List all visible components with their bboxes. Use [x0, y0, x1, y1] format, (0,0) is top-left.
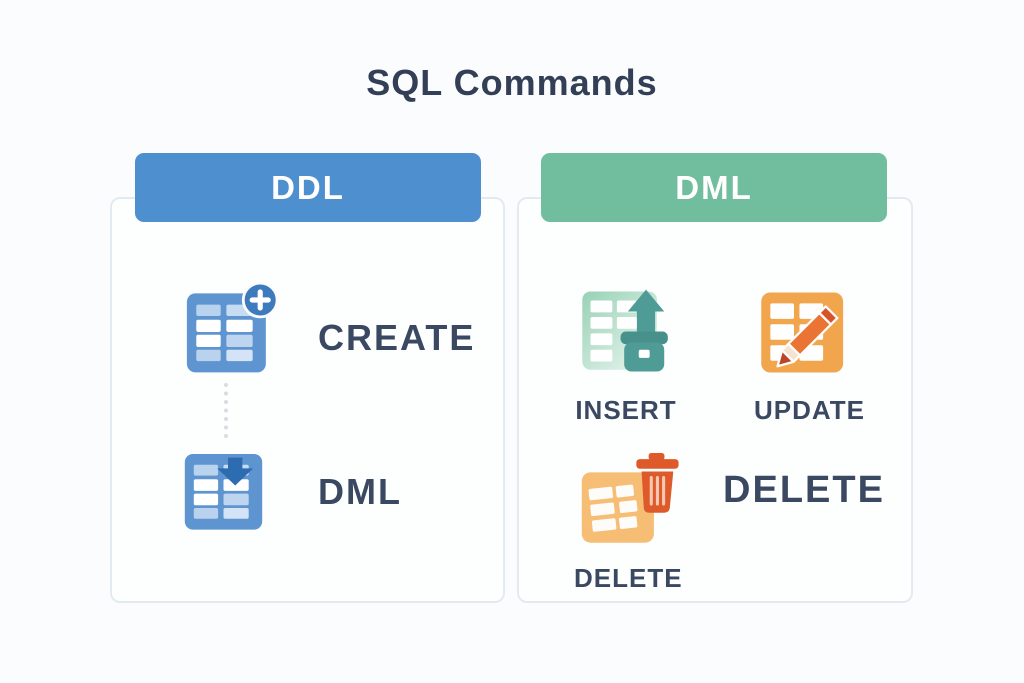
table-trash-icon: [574, 452, 679, 548]
dml-header: DML: [541, 153, 887, 222]
page-title: SQL Commands: [366, 62, 658, 103]
table-plus-icon: [185, 281, 279, 378]
create-label: CREATE: [318, 317, 476, 358]
table-insert-icon: [575, 286, 677, 377]
ddl-header: DDL: [135, 153, 481, 222]
insert-label: INSERT: [575, 395, 677, 425]
dotted-connector-line: [224, 383, 228, 438]
ddl-panel: CREATE DML: [110, 197, 505, 603]
table-arrow-down-icon: [183, 445, 273, 535]
dml-panel: INSERT UPDATE: [517, 197, 913, 603]
update-label: UPDATE: [754, 395, 865, 425]
delete-label: DELETE: [574, 563, 683, 593]
dml-sublabel: DML: [318, 471, 402, 512]
table-pencil-icon: [754, 287, 854, 378]
delete-text-label: DELETE: [723, 469, 885, 511]
